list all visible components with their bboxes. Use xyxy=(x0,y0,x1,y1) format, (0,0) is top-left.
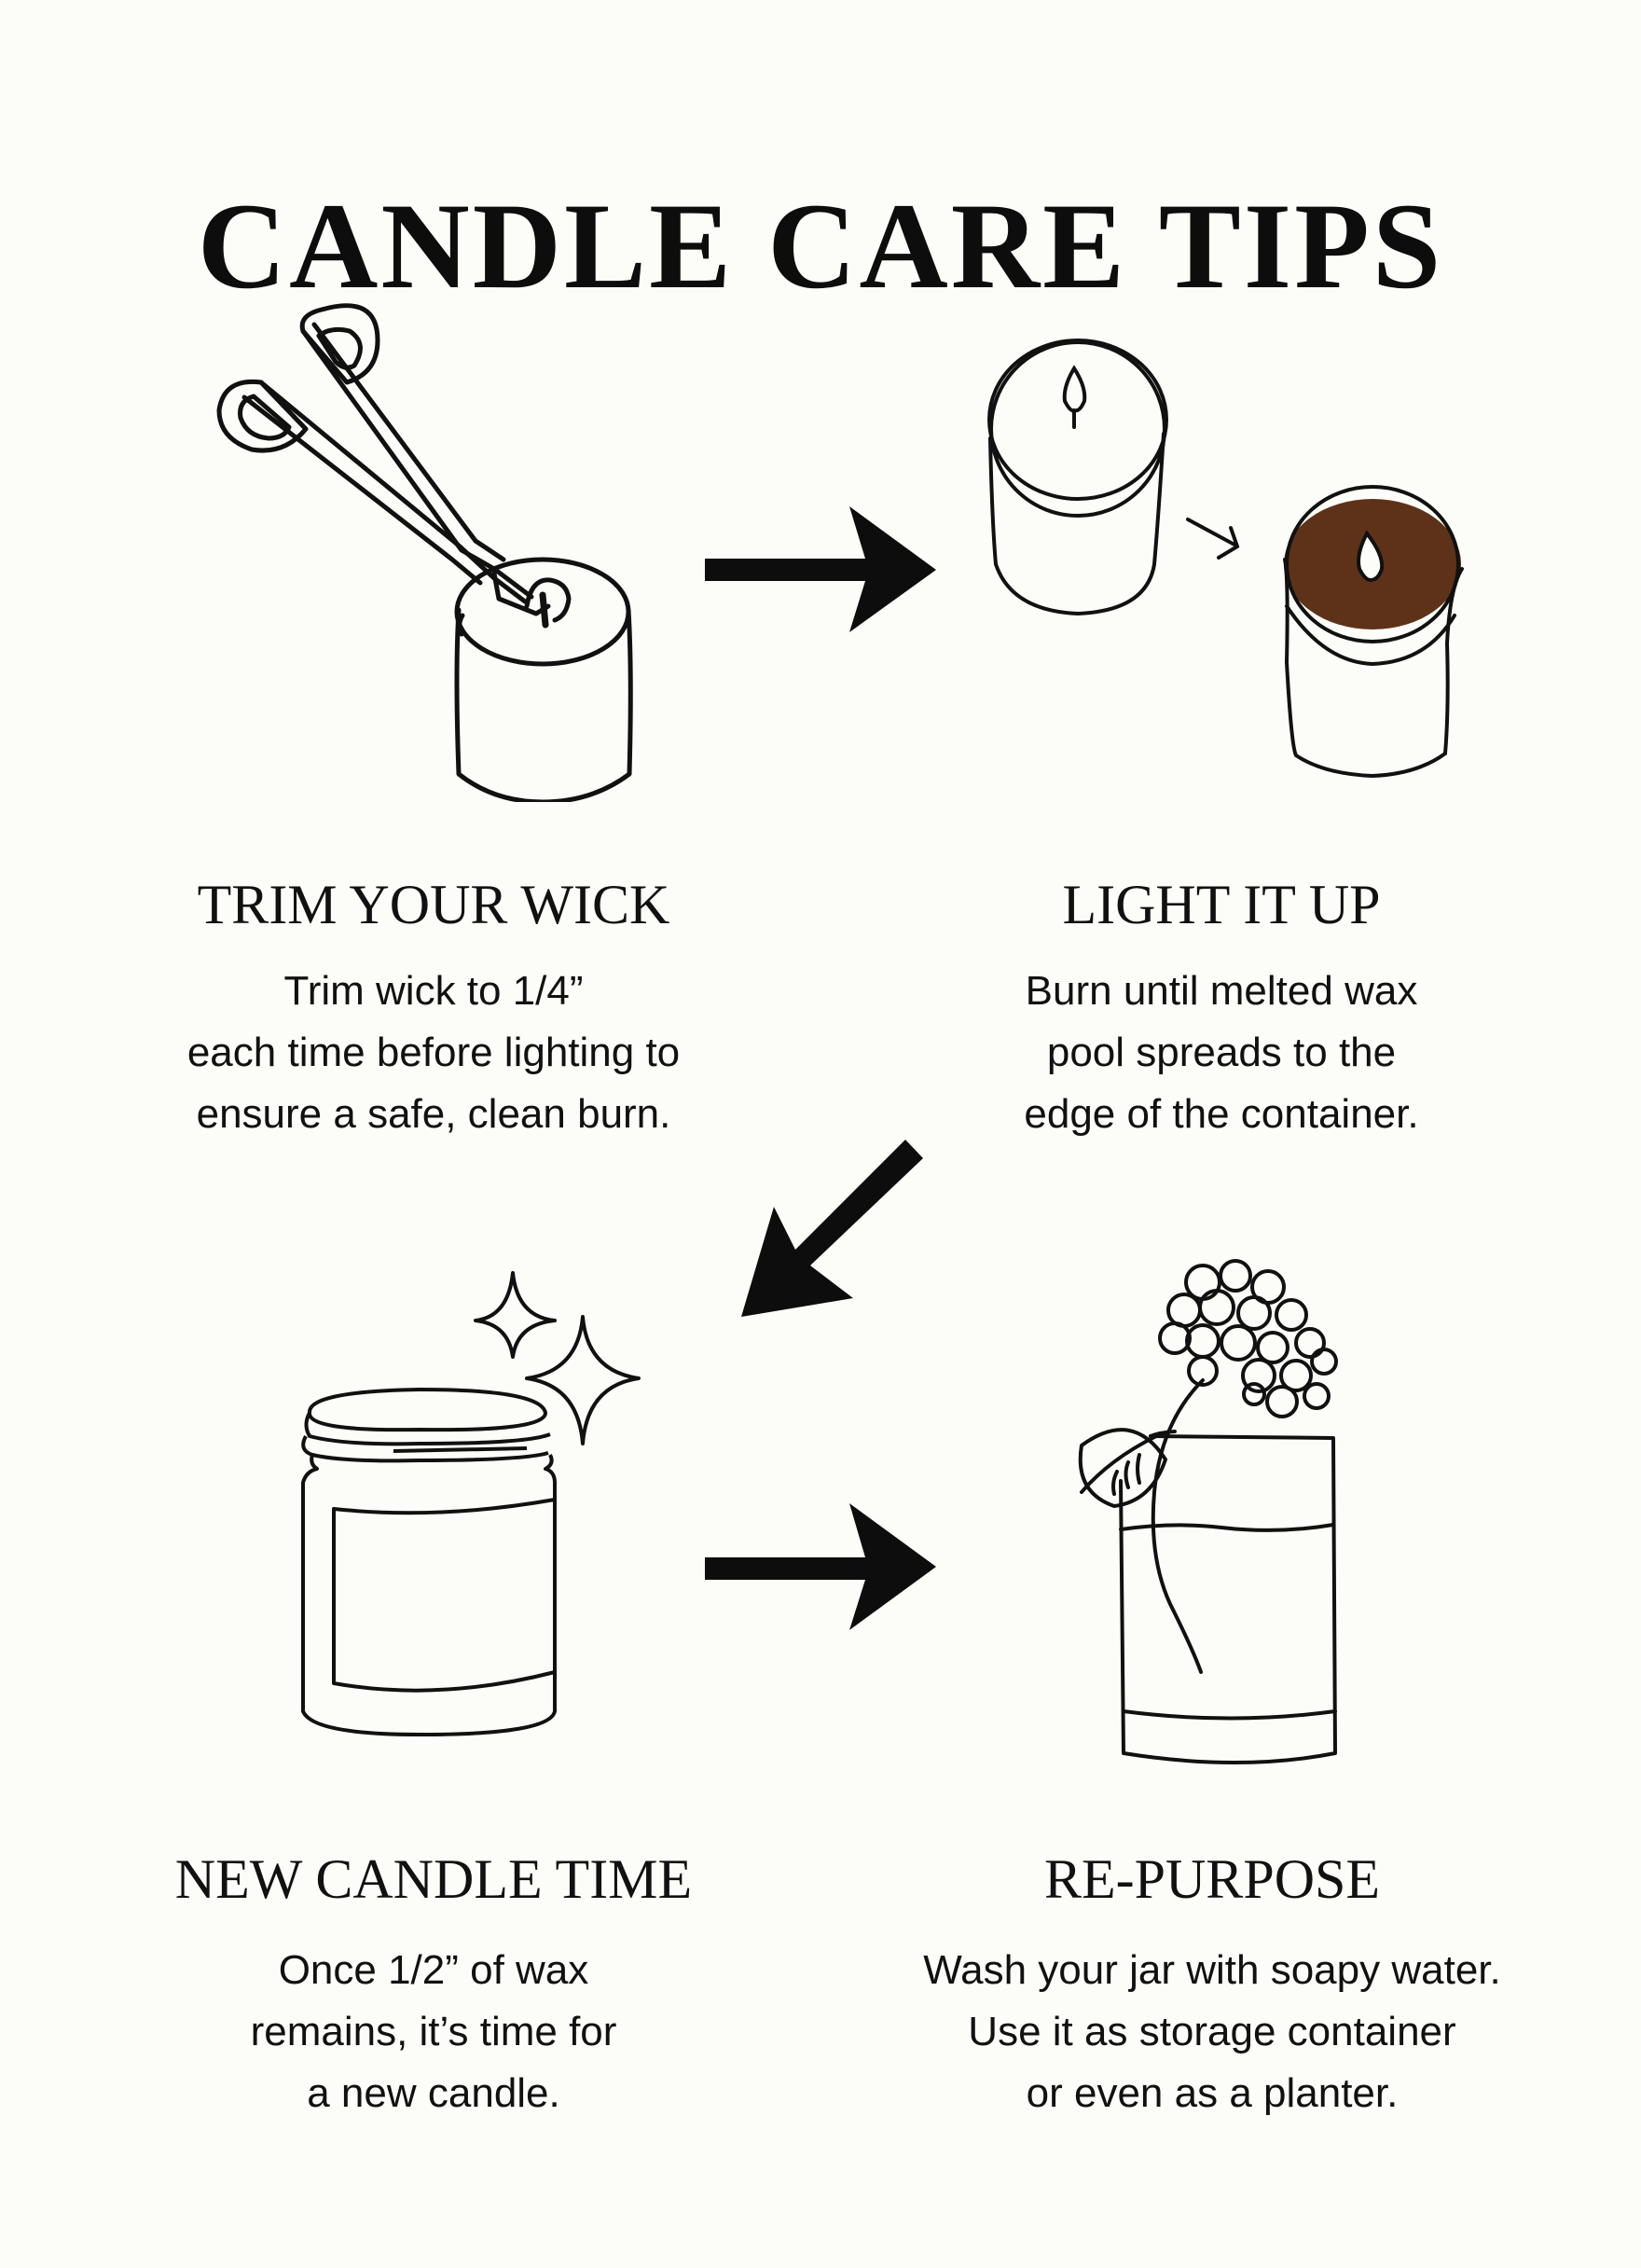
description-line: Wash your jar with soapy water. xyxy=(923,1947,1501,1993)
description-line: each time before lighting to xyxy=(186,1030,681,1075)
description-line: Burn until melted wax xyxy=(1025,968,1418,1014)
description-line: Trim wick to 1/4” xyxy=(283,968,584,1014)
step-description-trim-wick: Trim wick to 1/4” each time before light… xyxy=(93,961,774,1145)
step-description-re-purpose: Wash your jar with soapy water. Use it a… xyxy=(839,1940,1585,2124)
page-title: CANDLE CARE TIPS xyxy=(197,177,1444,315)
arrow-right-icon xyxy=(705,506,936,632)
wick-trimmer-over-candle-icon xyxy=(214,298,653,802)
step-title-new-candle-time: NEW CANDLE TIME xyxy=(174,1848,693,1910)
description-line: ensure a safe, clean burn. xyxy=(196,1091,671,1137)
step-description-new-candle-time: Once 1/2” of wax remains, it’s time for … xyxy=(103,1940,765,2124)
step-description-light-it-up: Burn until melted wax pool spreads to th… xyxy=(895,961,1548,1145)
description-line: pool spreads to the xyxy=(1046,1030,1397,1075)
description-line: Once 1/2” of wax xyxy=(278,1947,589,1993)
empty-jar-with-sparkles-icon xyxy=(289,1259,643,1744)
arrow-down-left-icon xyxy=(741,1140,923,1321)
description-line: edge of the container. xyxy=(1024,1091,1419,1137)
description-line: remains, it’s time for xyxy=(250,2009,617,2054)
description-line: or even as a planter. xyxy=(1026,2070,1399,2116)
description-line: Use it as storage container xyxy=(968,2009,1456,2054)
candle-before-after-melt-pool-icon xyxy=(970,336,1473,821)
step-title-re-purpose: RE-PURPOSE xyxy=(1043,1848,1381,1910)
step-title-light-it-up: LIGHT IT UP xyxy=(1062,874,1381,935)
jar-vase-with-flower-icon xyxy=(1072,1250,1343,1772)
arrow-right-icon xyxy=(705,1503,936,1630)
step-title-trim-wick: TRIM YOUR WICK xyxy=(197,874,670,935)
description-line: a new candle. xyxy=(307,2070,560,2116)
